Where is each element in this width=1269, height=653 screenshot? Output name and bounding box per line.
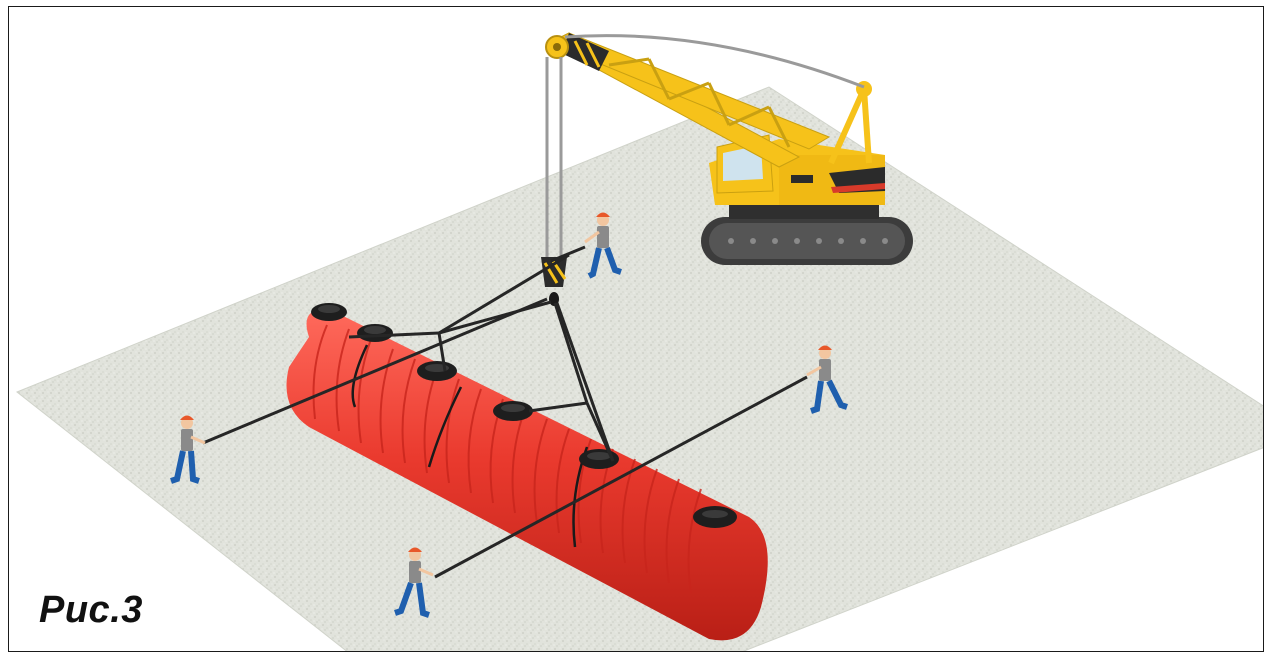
installation-scene xyxy=(9,7,1264,652)
figure-frame: Рис.3 xyxy=(8,6,1264,652)
figure-caption: Рис.3 xyxy=(39,589,143,632)
